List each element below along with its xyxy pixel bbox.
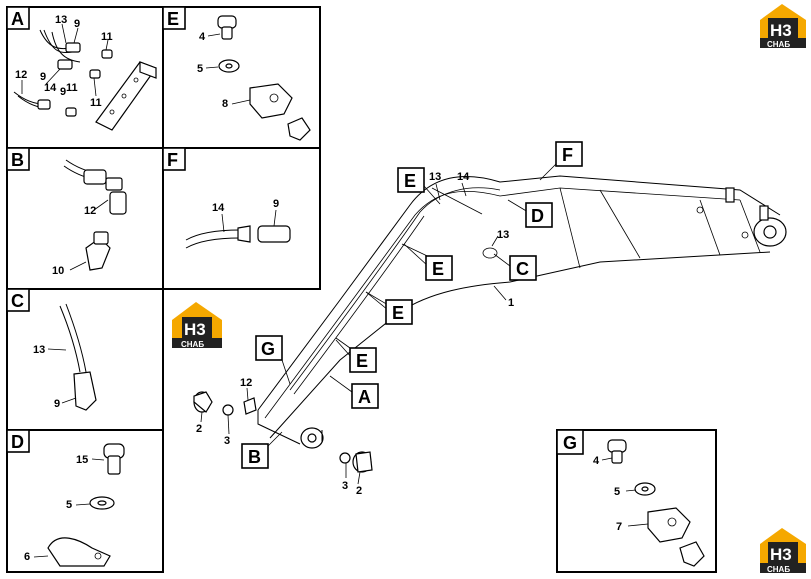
detail-panel-c: C 13 9 — [6, 288, 164, 431]
panel-a-callout: 14 — [44, 82, 57, 94]
logo-sub: CHAБ — [767, 565, 790, 574]
panel-a-callout: 11 — [66, 82, 78, 94]
panel-a-callout: 11 — [101, 31, 113, 43]
panel-a-callout: 12 — [15, 69, 27, 81]
detail-panel-a: A 13 9 11 12 9 14 9 11 11 — [6, 6, 164, 149]
main-tag-f: F — [562, 145, 573, 165]
detail-panel-g: G 4 5 7 — [556, 429, 717, 573]
main-tag-e: E — [432, 259, 444, 279]
panel-g-callout: 7 — [616, 521, 622, 533]
brand-logo-center: H3 CHAБ — [172, 302, 222, 349]
main-tag-e: E — [356, 351, 368, 371]
main-callout: 1 — [508, 297, 514, 309]
main-callout: 3 — [342, 480, 348, 492]
main-tag-c: C — [516, 259, 529, 279]
panel-c-callout: 9 — [54, 398, 60, 410]
main-callouts: 13 14 13 1 12 2 3 3 2 — [196, 171, 514, 497]
detail-panel-d: D 15 5 6 — [6, 429, 164, 573]
detail-panel-e: E 4 5 8 — [162, 6, 321, 149]
main-callout: 13 — [429, 171, 441, 183]
panel-f-callout: 9 — [273, 198, 279, 210]
main-tag-e: E — [392, 303, 404, 323]
panel-g-tag: G — [563, 433, 577, 453]
panel-a-tag: A — [11, 9, 24, 29]
panel-d-callout: 15 — [76, 454, 88, 466]
main-callout: 14 — [457, 171, 470, 183]
brand-logo-top-right: H3 CHAБ — [760, 4, 806, 49]
detail-panel-f: F 14 9 — [162, 147, 321, 290]
panel-c-callout: 13 — [33, 344, 45, 356]
panel-e-callout: 8 — [222, 98, 228, 110]
brand-logo-bottom-right: H3 CHAБ — [760, 528, 806, 574]
panel-d-tag: D — [11, 432, 24, 452]
panel-f-callout: 14 — [212, 202, 225, 214]
main-tag-d: D — [531, 206, 544, 226]
panel-b-callout: 10 — [52, 265, 64, 277]
logo-sub: CHAБ — [181, 340, 204, 349]
main-tag-b: B — [248, 447, 261, 467]
panel-b-callout: 12 — [84, 205, 96, 217]
panel-f-tag: F — [167, 150, 178, 170]
detail-panel-b: B 12 10 — [6, 147, 164, 290]
main-tag-g: G — [261, 339, 275, 359]
logo-mark: H3 — [770, 545, 792, 564]
main-callout: 12 — [240, 377, 252, 389]
panel-a-callout: 11 — [90, 97, 102, 109]
panel-g-callout: 5 — [614, 486, 620, 498]
main-callout: 3 — [224, 435, 230, 447]
main-tag-e: E — [404, 171, 416, 191]
panel-g-callout: 4 — [593, 455, 600, 467]
logo-mark: H3 — [184, 320, 206, 339]
bushing-pin-group-right — [339, 451, 373, 485]
main-tag-a: A — [358, 387, 371, 407]
panel-a-callout: 9 — [74, 18, 80, 30]
main-callout: 2 — [196, 423, 202, 435]
panel-d-callout: 6 — [24, 551, 30, 563]
logo-mark: H3 — [770, 21, 792, 40]
panel-e-tag: E — [167, 9, 179, 29]
bushing-pin-group-left — [193, 387, 257, 435]
panel-b-tag: B — [11, 150, 24, 170]
panel-a-callout: 9 — [40, 71, 46, 83]
panel-a-callout: 9 — [60, 86, 66, 98]
main-callout: 2 — [356, 485, 362, 497]
main-section-tags: E E E E D C F G A B — [241, 141, 583, 469]
panel-e-callout: 5 — [197, 63, 203, 75]
panel-c-tag: C — [11, 291, 24, 311]
panel-a-callout: 13 — [55, 14, 67, 26]
main-boom-assembly — [257, 175, 787, 449]
main-callout: 13 — [497, 229, 509, 241]
logo-sub: CHAБ — [767, 40, 790, 49]
panel-d-callout: 5 — [66, 499, 72, 511]
panel-e-callout: 4 — [199, 31, 206, 43]
